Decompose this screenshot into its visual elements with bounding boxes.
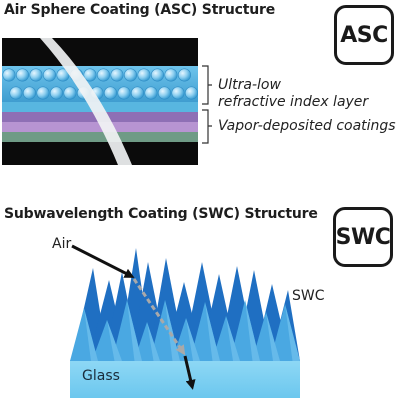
air-sphere xyxy=(171,86,185,100)
swc-spike-highlight xyxy=(226,316,240,361)
swc-badge: SWC xyxy=(333,207,393,267)
swc-spike-highlight xyxy=(245,300,260,361)
label-ultra-low: Ultra-low xyxy=(218,77,281,93)
asc-badge: ASC xyxy=(334,5,394,65)
air-sphere xyxy=(110,68,124,82)
air-sphere xyxy=(131,86,145,100)
air-sphere xyxy=(2,68,16,82)
swc-spike-highlight xyxy=(186,318,200,361)
air-sphere xyxy=(29,68,43,82)
air-sphere xyxy=(178,68,192,82)
air-sphere xyxy=(36,86,50,100)
asc-purple-layer-2 xyxy=(2,122,198,132)
swc-diagram xyxy=(70,244,300,398)
air-sphere xyxy=(42,68,56,82)
swc-spike-highlight xyxy=(205,302,220,361)
air-sphere xyxy=(9,86,23,100)
air-sphere xyxy=(137,68,151,82)
asc-green-layer xyxy=(2,132,198,142)
swc-spike-highlight xyxy=(285,304,300,361)
air-sphere xyxy=(49,86,63,100)
air-sphere xyxy=(63,86,77,100)
subwavelength-spikes xyxy=(70,248,300,361)
air-sphere xyxy=(117,86,131,100)
air-sphere xyxy=(144,86,158,100)
air-sphere xyxy=(83,68,97,82)
swc-spike-highlight xyxy=(147,322,160,361)
refracted-path-dashed xyxy=(132,278,186,356)
air-sphere xyxy=(151,68,165,82)
label-air: Air xyxy=(52,236,72,252)
asc-section-title: Air Sphere Coating (ASC) Structure xyxy=(4,2,276,18)
glass-substrate xyxy=(70,360,300,398)
air-sphere xyxy=(104,86,118,100)
label-refractive-index-layer: refractive index layer xyxy=(218,94,369,110)
incident-light-arrow xyxy=(71,244,135,278)
swc-spike-highlight xyxy=(84,308,98,361)
bracket-vapor-coatings xyxy=(202,109,212,144)
air-sphere xyxy=(124,68,138,82)
bracket-ultra-low-layer xyxy=(202,65,212,105)
label-glass: Glass xyxy=(82,368,120,384)
air-sphere xyxy=(185,86,199,100)
air-sphere xyxy=(164,68,178,82)
transmitted-light-arrow xyxy=(183,355,196,390)
light-ray-streak xyxy=(40,38,132,165)
label-swc: SWC xyxy=(292,288,325,304)
swc-section-title: Subwavelength Coating (SWC) Structure xyxy=(4,206,318,222)
air-sphere xyxy=(97,68,111,82)
swc-spike-highlight xyxy=(127,300,142,361)
air-sphere xyxy=(22,86,36,100)
air-spheres xyxy=(2,68,199,100)
air-sphere xyxy=(15,68,29,82)
air-sphere xyxy=(158,86,172,100)
air-sphere xyxy=(56,68,70,82)
swc-spike-highlight xyxy=(266,312,280,361)
swc-spike-highlight xyxy=(107,320,122,361)
label-vapor-deposited: Vapor-deposited coatings xyxy=(218,118,396,134)
asc-diagram xyxy=(2,38,212,165)
